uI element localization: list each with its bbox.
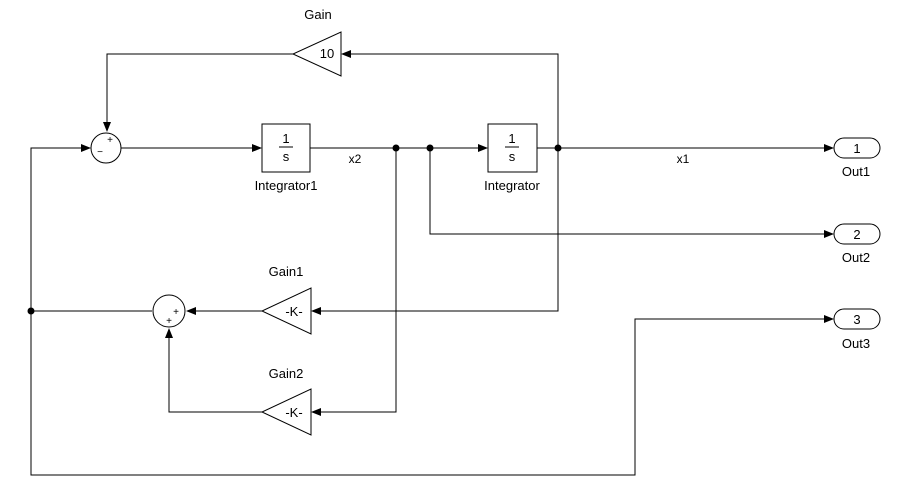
sum2-sign-right: +: [173, 307, 179, 318]
gain-block[interactable]: 10: [291, 31, 342, 77]
arrow-into-sum2-right: [186, 307, 196, 315]
signal-label-x1: x1: [677, 152, 690, 166]
line-gain-to-sum1: [106, 53, 293, 125]
arrow-into-sum1-left: [81, 144, 91, 152]
out1-port[interactable]: 1: [833, 137, 881, 159]
sum1-block[interactable]: + −: [90, 132, 122, 164]
sum1-sign-left: −: [97, 147, 103, 158]
out1-port-number: 1: [853, 141, 860, 156]
sum2-sign-bottom: +: [166, 316, 172, 327]
line-gain2-to-sum2: [168, 336, 262, 413]
out3-port[interactable]: 3: [833, 308, 881, 330]
line-feedback-to-sum1: [30, 147, 81, 311]
arrow-into-gain2: [311, 408, 321, 416]
line-x1-to-gain: [348, 53, 559, 148]
branch-point: [554, 144, 562, 152]
gain1-block[interactable]: -K-: [260, 287, 312, 335]
arrow-into-gain: [341, 50, 351, 58]
signal-label-x2: x2: [349, 152, 362, 166]
line-x2-to-out2: [429, 148, 827, 235]
out3-label: Out3: [842, 336, 870, 351]
out1-label: Out1: [842, 164, 870, 179]
branch-point: [426, 144, 434, 152]
arrow-into-integrator: [478, 144, 488, 152]
integrator1-denominator: s: [283, 149, 290, 164]
branch-point: [392, 144, 400, 152]
arrow-into-out3: [824, 315, 834, 323]
gain2-label: Gain2: [269, 366, 304, 381]
gain2-block[interactable]: -K-: [260, 388, 312, 436]
gain-value: 10: [320, 46, 334, 61]
gain2-value: -K-: [285, 405, 302, 420]
arrow-into-sum1-top: [103, 122, 111, 132]
out2-port-number: 2: [853, 227, 860, 242]
line-x1-to-gain1: [318, 148, 559, 312]
arrow-into-gain1: [311, 307, 321, 315]
arrow-into-out1: [824, 144, 834, 152]
sum1-sign-top: +: [107, 135, 113, 146]
integrator1-block[interactable]: 1 s: [261, 123, 311, 173]
integrator-denominator: s: [509, 149, 516, 164]
gain1-value: -K-: [285, 304, 302, 319]
out2-label: Out2: [842, 250, 870, 265]
arrow-into-out2: [824, 230, 834, 238]
gain1-label: Gain1: [269, 264, 304, 279]
out2-port[interactable]: 2: [833, 223, 881, 245]
integrator-block[interactable]: 1 s: [487, 123, 538, 173]
branch-point: [27, 307, 35, 315]
gain-label: Gain: [304, 7, 331, 22]
out3-port-number: 3: [853, 312, 860, 327]
arrow-into-integrator1: [252, 144, 262, 152]
arrow-into-sum2-bottom: [165, 328, 173, 338]
integrator1-numerator: 1: [282, 131, 289, 146]
sum2-block[interactable]: + +: [152, 294, 186, 328]
integrator-label: Integrator: [484, 178, 540, 193]
integrator1-label: Integrator1: [255, 178, 318, 193]
line-x2-to-gain2: [318, 148, 397, 413]
line-to-out3: [30, 311, 827, 476]
integrator-numerator: 1: [508, 131, 515, 146]
